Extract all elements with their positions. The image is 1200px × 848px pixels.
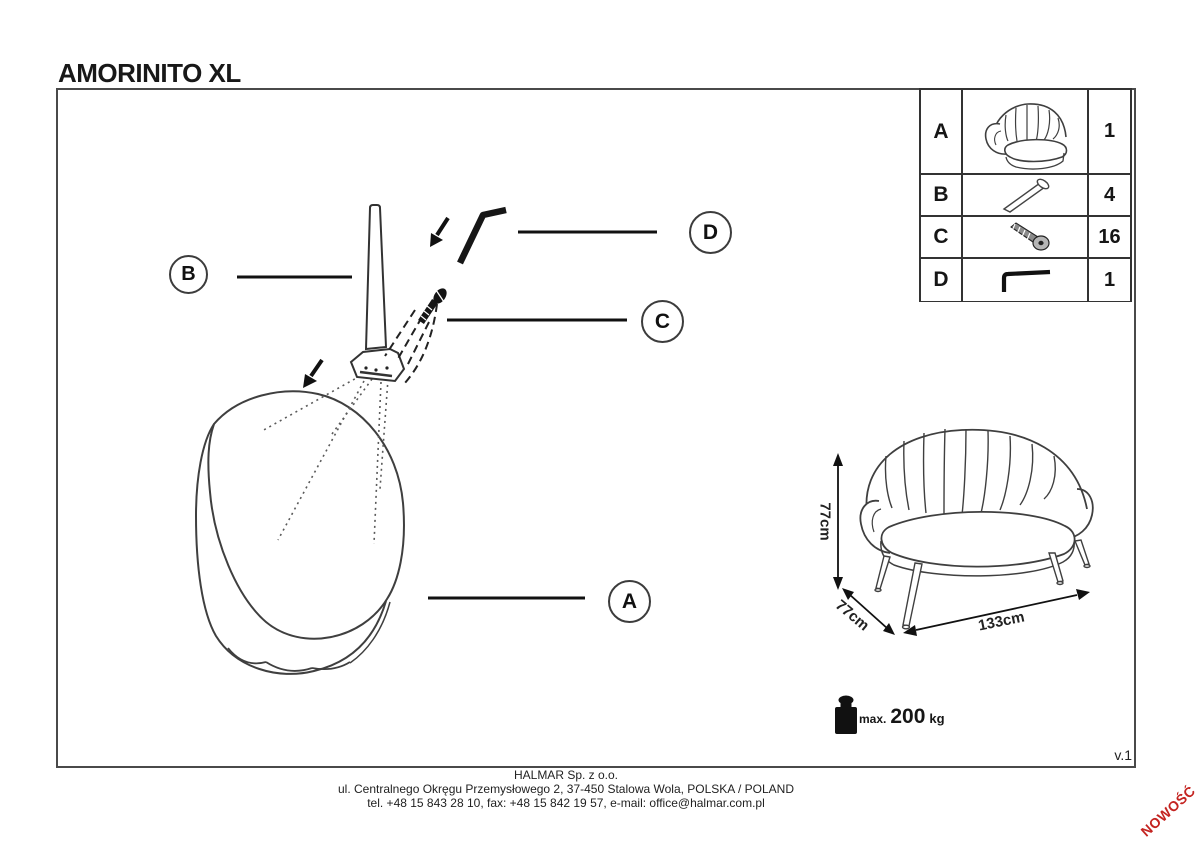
weight-icon bbox=[835, 695, 857, 734]
callout-label-a: A bbox=[621, 589, 638, 613]
parts-row-qty: 16 bbox=[1089, 217, 1130, 259]
footer-contact: tel. +48 15 843 28 10, fax: +48 15 842 1… bbox=[367, 796, 765, 810]
weight-limit-prefix: max. bbox=[859, 712, 887, 726]
assembly-diagram bbox=[194, 204, 1094, 734]
allen-key-icon bbox=[1001, 269, 1051, 292]
parts-row-icon-cell bbox=[963, 217, 1089, 259]
leg-drawing bbox=[349, 204, 406, 383]
leg-icon bbox=[1002, 178, 1050, 213]
callout-circle-c: C bbox=[641, 300, 684, 343]
parts-row-label: B bbox=[921, 175, 963, 217]
footer-company: HALMAR Sp. z o.o. bbox=[513, 768, 619, 782]
callout-circle-d: D bbox=[689, 211, 732, 254]
callout-label-d: D bbox=[702, 220, 719, 244]
sofa-body-drawing bbox=[194, 390, 405, 675]
weight-limit: max. 200 kg bbox=[859, 705, 945, 729]
allen-key-drawing bbox=[457, 206, 507, 265]
screw-drawing bbox=[418, 288, 447, 324]
sofa-icon bbox=[984, 102, 1068, 170]
parts-row-icon-cell bbox=[963, 90, 1089, 175]
parts-row-label: A bbox=[921, 90, 963, 175]
parts-table: A 1 B bbox=[919, 88, 1132, 302]
callout-lines bbox=[237, 230, 657, 600]
page-title: AMORINITO XL bbox=[58, 58, 241, 88]
dotted-projection-lines bbox=[261, 375, 389, 545]
weight-limit-unit: kg bbox=[929, 711, 945, 726]
version-label: v.1 bbox=[1114, 747, 1132, 763]
callout-circle-b: B bbox=[169, 255, 208, 294]
parts-row-icon-cell bbox=[963, 259, 1089, 301]
parts-row-qty: 4 bbox=[1089, 175, 1130, 217]
dashed-guide-lines bbox=[384, 303, 438, 385]
height-dimension-label: 77cm bbox=[816, 502, 834, 541]
callout-label-c: C bbox=[654, 309, 671, 333]
footer-address: ul. Centralnego Okręgu Przemysłowego 2, … bbox=[337, 782, 794, 796]
callout-circle-a: A bbox=[608, 580, 651, 623]
arrow-down-left-icon bbox=[430, 216, 450, 247]
parts-row-label: D bbox=[921, 259, 963, 301]
parts-row-qty: 1 bbox=[1089, 259, 1130, 301]
width-arrow bbox=[903, 589, 1090, 636]
weight-limit-value: 200 bbox=[890, 705, 926, 728]
parts-row-label: C bbox=[921, 217, 963, 259]
callout-label-b: B bbox=[181, 263, 196, 285]
new-badge: NOWOŚĆ bbox=[1137, 782, 1199, 840]
dimension-sofa-drawing bbox=[859, 428, 1094, 630]
screw-icon bbox=[1010, 222, 1050, 251]
parts-row-icon-cell bbox=[963, 175, 1089, 217]
depth-arrow bbox=[842, 588, 895, 635]
height-arrow bbox=[833, 453, 843, 590]
arrow-down-left-icon bbox=[303, 358, 324, 388]
parts-row-qty: 1 bbox=[1089, 90, 1130, 175]
footer: HALMAR Sp. z o.o. ul. Centralnego Okręgu… bbox=[166, 768, 966, 811]
